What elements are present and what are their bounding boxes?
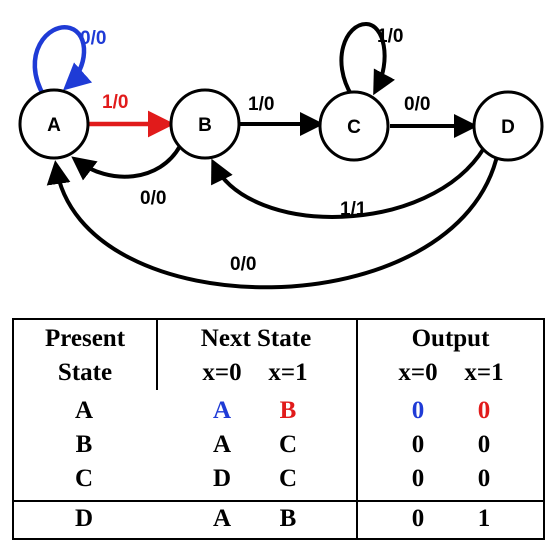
state-diagram: A B C D 0/0 1/0 1/0 1/0 0/0 0/0 1/1 0/0	[18, 21, 544, 290]
next-state-header: Next State	[200, 325, 312, 352]
row-a-state: A	[74, 397, 94, 424]
row-d-next1: B	[279, 505, 297, 532]
edge-label-b-a: 0/0	[140, 188, 166, 209]
state-d: D	[472, 90, 544, 162]
output-header: Output	[411, 325, 490, 352]
row-d-out1: 1	[477, 505, 491, 532]
edge-label-c-c: 1/0	[377, 26, 403, 47]
row-d-next0: A	[212, 505, 232, 532]
row-b-next0: A	[212, 431, 232, 458]
divider-next-output	[356, 320, 358, 538]
state-a-label: A	[47, 115, 61, 136]
row-a-next1: B	[279, 397, 297, 424]
row-d-state: D	[74, 505, 94, 532]
state-table: Present State Next State Output x=0 x=1 …	[12, 318, 545, 540]
row-a-out1: 0	[477, 397, 491, 424]
edge-label-a-a: 0/0	[80, 28, 106, 49]
row-c-out1: 0	[477, 465, 491, 492]
edge-d-a	[46, 151, 500, 290]
row-b-out0: 0	[411, 431, 425, 458]
state-c: C	[318, 90, 390, 162]
present-state-header-line2: State	[57, 359, 113, 386]
state-b-label: B	[198, 115, 212, 136]
output-x0-header: x=0	[398, 359, 438, 386]
state-c-label: C	[347, 117, 361, 138]
row-c-state: C	[74, 465, 94, 492]
row-b-out1: 0	[477, 431, 491, 458]
next-x1-header: x=1	[268, 359, 308, 386]
output-x1-header: x=1	[464, 359, 504, 386]
edge-a-a	[32, 25, 93, 98]
edge-label-b-c: 1/0	[248, 94, 274, 115]
row-b-next1: C	[278, 431, 298, 458]
row-d-out0: 0	[411, 505, 425, 532]
state-d-label: D	[501, 117, 515, 138]
state-b: B	[169, 88, 241, 160]
divider-row-d	[14, 500, 543, 502]
row-a-next0: A	[212, 397, 232, 424]
row-c-next0: D	[212, 465, 232, 492]
present-state-header-line1: Present	[44, 325, 126, 352]
edge-b-a	[71, 144, 182, 181]
edge-d-b	[211, 146, 486, 219]
edge-label-c-d: 0/0	[404, 94, 430, 115]
row-c-next1: C	[278, 465, 298, 492]
edge-label-d-b: 1/1	[340, 199, 367, 220]
row-c-out0: 0	[411, 465, 425, 492]
edge-c-c	[339, 21, 396, 98]
divider-present-next	[156, 320, 158, 390]
row-b-state: B	[75, 431, 93, 458]
row-a-out0: 0	[411, 397, 425, 424]
edge-label-d-a: 0/0	[230, 254, 256, 275]
edge-label-a-b: 1/0	[102, 92, 128, 113]
next-x0-header: x=0	[202, 359, 242, 386]
state-a: A	[18, 88, 90, 160]
